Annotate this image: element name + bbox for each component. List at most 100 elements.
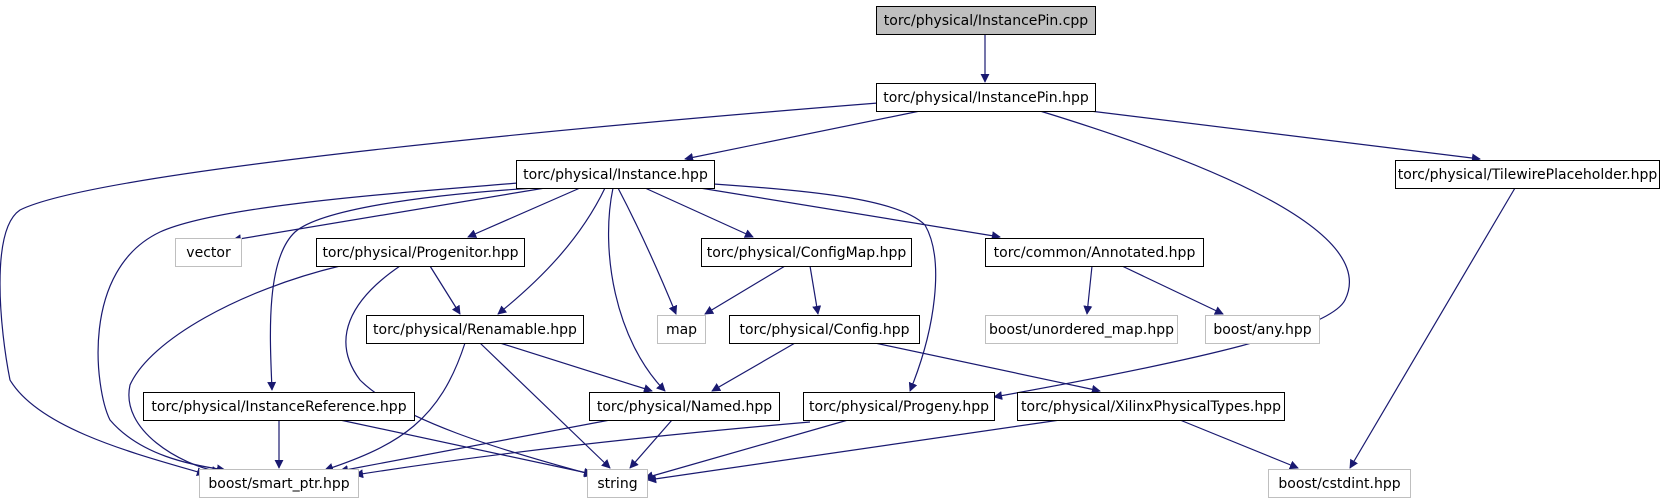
edge-instance-hpp-to-progenitor-hpp xyxy=(467,187,581,238)
node-instancereference-hpp[interactable]: torc/physical/InstanceReference.hpp xyxy=(143,392,415,421)
edge-instance-hpp-to-vector xyxy=(232,187,546,244)
node-box xyxy=(366,315,584,344)
node-box xyxy=(701,238,912,267)
node-instancepin-hpp[interactable]: torc/physical/InstancePin.hpp xyxy=(876,83,1096,112)
node-cstdint-hpp: boost/cstdint.hpp xyxy=(1268,469,1411,498)
edge-line xyxy=(711,342,796,392)
edge-line xyxy=(679,181,937,392)
edge-line xyxy=(644,419,849,481)
node-tilewireplaceholder-hpp[interactable]: torc/physical/TilewirePlaceholder.hpp xyxy=(1395,160,1660,189)
edge-renamable-hpp-to-named-hpp xyxy=(499,342,653,393)
edge-instance-hpp-to-renamable-hpp xyxy=(497,187,606,315)
node-box xyxy=(143,392,415,421)
edge-instance-hpp-to-named-hpp xyxy=(608,187,666,392)
node-config-hpp[interactable]: torc/physical/Config.hpp xyxy=(729,315,920,344)
edge-line xyxy=(339,419,611,474)
edge-line xyxy=(1349,187,1516,469)
edge-line xyxy=(629,419,673,469)
node-box xyxy=(589,392,780,421)
edge-named-hpp-to-smart-ptr-hpp xyxy=(339,419,611,474)
edge-progenitor-hpp-to-renamable-hpp xyxy=(429,265,461,315)
edge-configmap-hpp-to-map xyxy=(704,265,786,315)
node-label: torc/physical/TilewirePlaceholder.hpp xyxy=(1398,167,1658,183)
nodes-layer: torc/physical/InstancePin.cpp torc/physic… xyxy=(143,6,1660,498)
node-box xyxy=(1395,160,1660,189)
node-box xyxy=(729,315,920,344)
node-label: torc/physical/Progenitor.hpp xyxy=(322,245,518,261)
node-box xyxy=(199,469,359,498)
node-instancepin-cpp[interactable]: torc/physical/InstancePin.cpp xyxy=(876,6,1096,35)
edge-instancepin-hpp-to-instance-hpp xyxy=(684,110,921,162)
node-label: torc/physical/Config.hpp xyxy=(739,322,909,338)
edge-instancepin-hpp-to-smart-ptr-hpp xyxy=(0,102,879,477)
edge-line xyxy=(497,187,606,315)
edge-line xyxy=(1121,265,1224,315)
node-label: torc/physical/Renamable.hpp xyxy=(373,322,577,338)
node-label: torc/physical/ConfigMap.hpp xyxy=(707,245,907,261)
edge-config-hpp-to-xilinxphysicaltypes-hpp xyxy=(874,342,1101,394)
edge-instance-hpp-to-progeny-hpp xyxy=(679,181,937,392)
node-renamable-hpp[interactable]: torc/physical/Renamable.hpp xyxy=(366,315,584,344)
edge-line xyxy=(345,265,594,478)
edge-line xyxy=(874,342,1101,394)
edge-line xyxy=(429,265,461,315)
edge-line xyxy=(479,342,611,469)
edge-line xyxy=(644,187,754,238)
edge-xilinxphysicaltypes-hpp-to-string xyxy=(647,419,1061,484)
node-label: torc/common/Annotated.hpp xyxy=(994,245,1196,261)
edge-progeny-hpp-to-smart-ptr-hpp xyxy=(354,421,811,479)
edge-line xyxy=(97,182,519,474)
node-box xyxy=(876,6,1096,35)
edge-line xyxy=(699,187,1001,241)
edge-annotated-hpp-to-unordered-map-hpp xyxy=(1083,265,1093,315)
edge-instance-hpp-to-annotated-hpp xyxy=(699,187,1001,241)
node-label: boost/unordered_map.hpp xyxy=(989,322,1174,338)
edge-line xyxy=(467,187,581,238)
edge-progeny-hpp-to-string xyxy=(644,419,849,481)
edge-line xyxy=(608,187,666,392)
edge-xilinxphysicaltypes-hpp-to-cstdint-hpp xyxy=(1179,419,1299,470)
edge-annotated-hpp-to-any-hpp xyxy=(1121,265,1224,315)
edge-line xyxy=(809,265,822,315)
edge-tilewireplaceholder-hpp-to-cstdint-hpp xyxy=(1349,187,1516,469)
node-unordered-map-hpp: boost/unordered_map.hpp xyxy=(985,315,1178,344)
edge-line xyxy=(993,110,1350,400)
edge-line xyxy=(354,421,811,479)
edge-named-hpp-to-string xyxy=(629,419,673,469)
node-smart-ptr-hpp: boost/smart_ptr.hpp xyxy=(199,469,359,498)
node-configmap-hpp[interactable]: torc/physical/ConfigMap.hpp xyxy=(701,238,912,267)
node-box xyxy=(985,238,1204,267)
node-annotated-hpp[interactable]: torc/common/Annotated.hpp xyxy=(985,238,1204,267)
edge-instance-hpp-to-smart-ptr-hpp xyxy=(97,182,519,474)
node-box xyxy=(1205,315,1320,344)
node-label: torc/physical/InstanceReference.hpp xyxy=(151,399,406,415)
node-named-hpp[interactable]: torc/physical/Named.hpp xyxy=(589,392,780,421)
node-label: torc/physical/Instance.hpp xyxy=(523,167,708,183)
node-map: map xyxy=(657,315,706,344)
node-box xyxy=(803,392,995,421)
edge-progenitor-hpp-to-string xyxy=(345,265,594,478)
edge-config-hpp-to-named-hpp xyxy=(711,342,796,392)
edge-line xyxy=(232,187,546,244)
edge-line xyxy=(1179,419,1299,470)
edge-line xyxy=(1083,265,1093,315)
node-label: torc/physical/Progeny.hpp xyxy=(809,399,989,415)
node-progeny-hpp[interactable]: torc/physical/Progeny.hpp xyxy=(803,392,995,421)
node-box xyxy=(876,83,1096,112)
node-vector: vector xyxy=(175,238,242,267)
edge-renamable-hpp-to-string xyxy=(479,342,611,469)
node-box xyxy=(1017,392,1285,421)
node-label: string xyxy=(597,476,637,492)
edge-configmap-hpp-to-config-hpp xyxy=(809,265,822,315)
edge-line xyxy=(617,187,678,315)
node-instance-hpp[interactable]: torc/physical/Instance.hpp xyxy=(516,160,715,189)
edge-line xyxy=(0,102,879,477)
edge-line xyxy=(704,265,786,315)
edge-line xyxy=(324,342,466,472)
edge-instance-hpp-to-map xyxy=(617,187,678,315)
node-any-hpp: boost/any.hpp xyxy=(1205,315,1320,344)
node-xilinxphysicaltypes-hpp[interactable]: torc/physical/XilinxPhysicalTypes.hpp xyxy=(1017,392,1285,421)
node-progenitor-hpp[interactable]: torc/physical/Progenitor.hpp xyxy=(316,238,525,267)
edge-progenitor-hpp-to-smart-ptr-hpp xyxy=(128,265,341,476)
node-label: torc/physical/InstancePin.hpp xyxy=(883,90,1089,106)
